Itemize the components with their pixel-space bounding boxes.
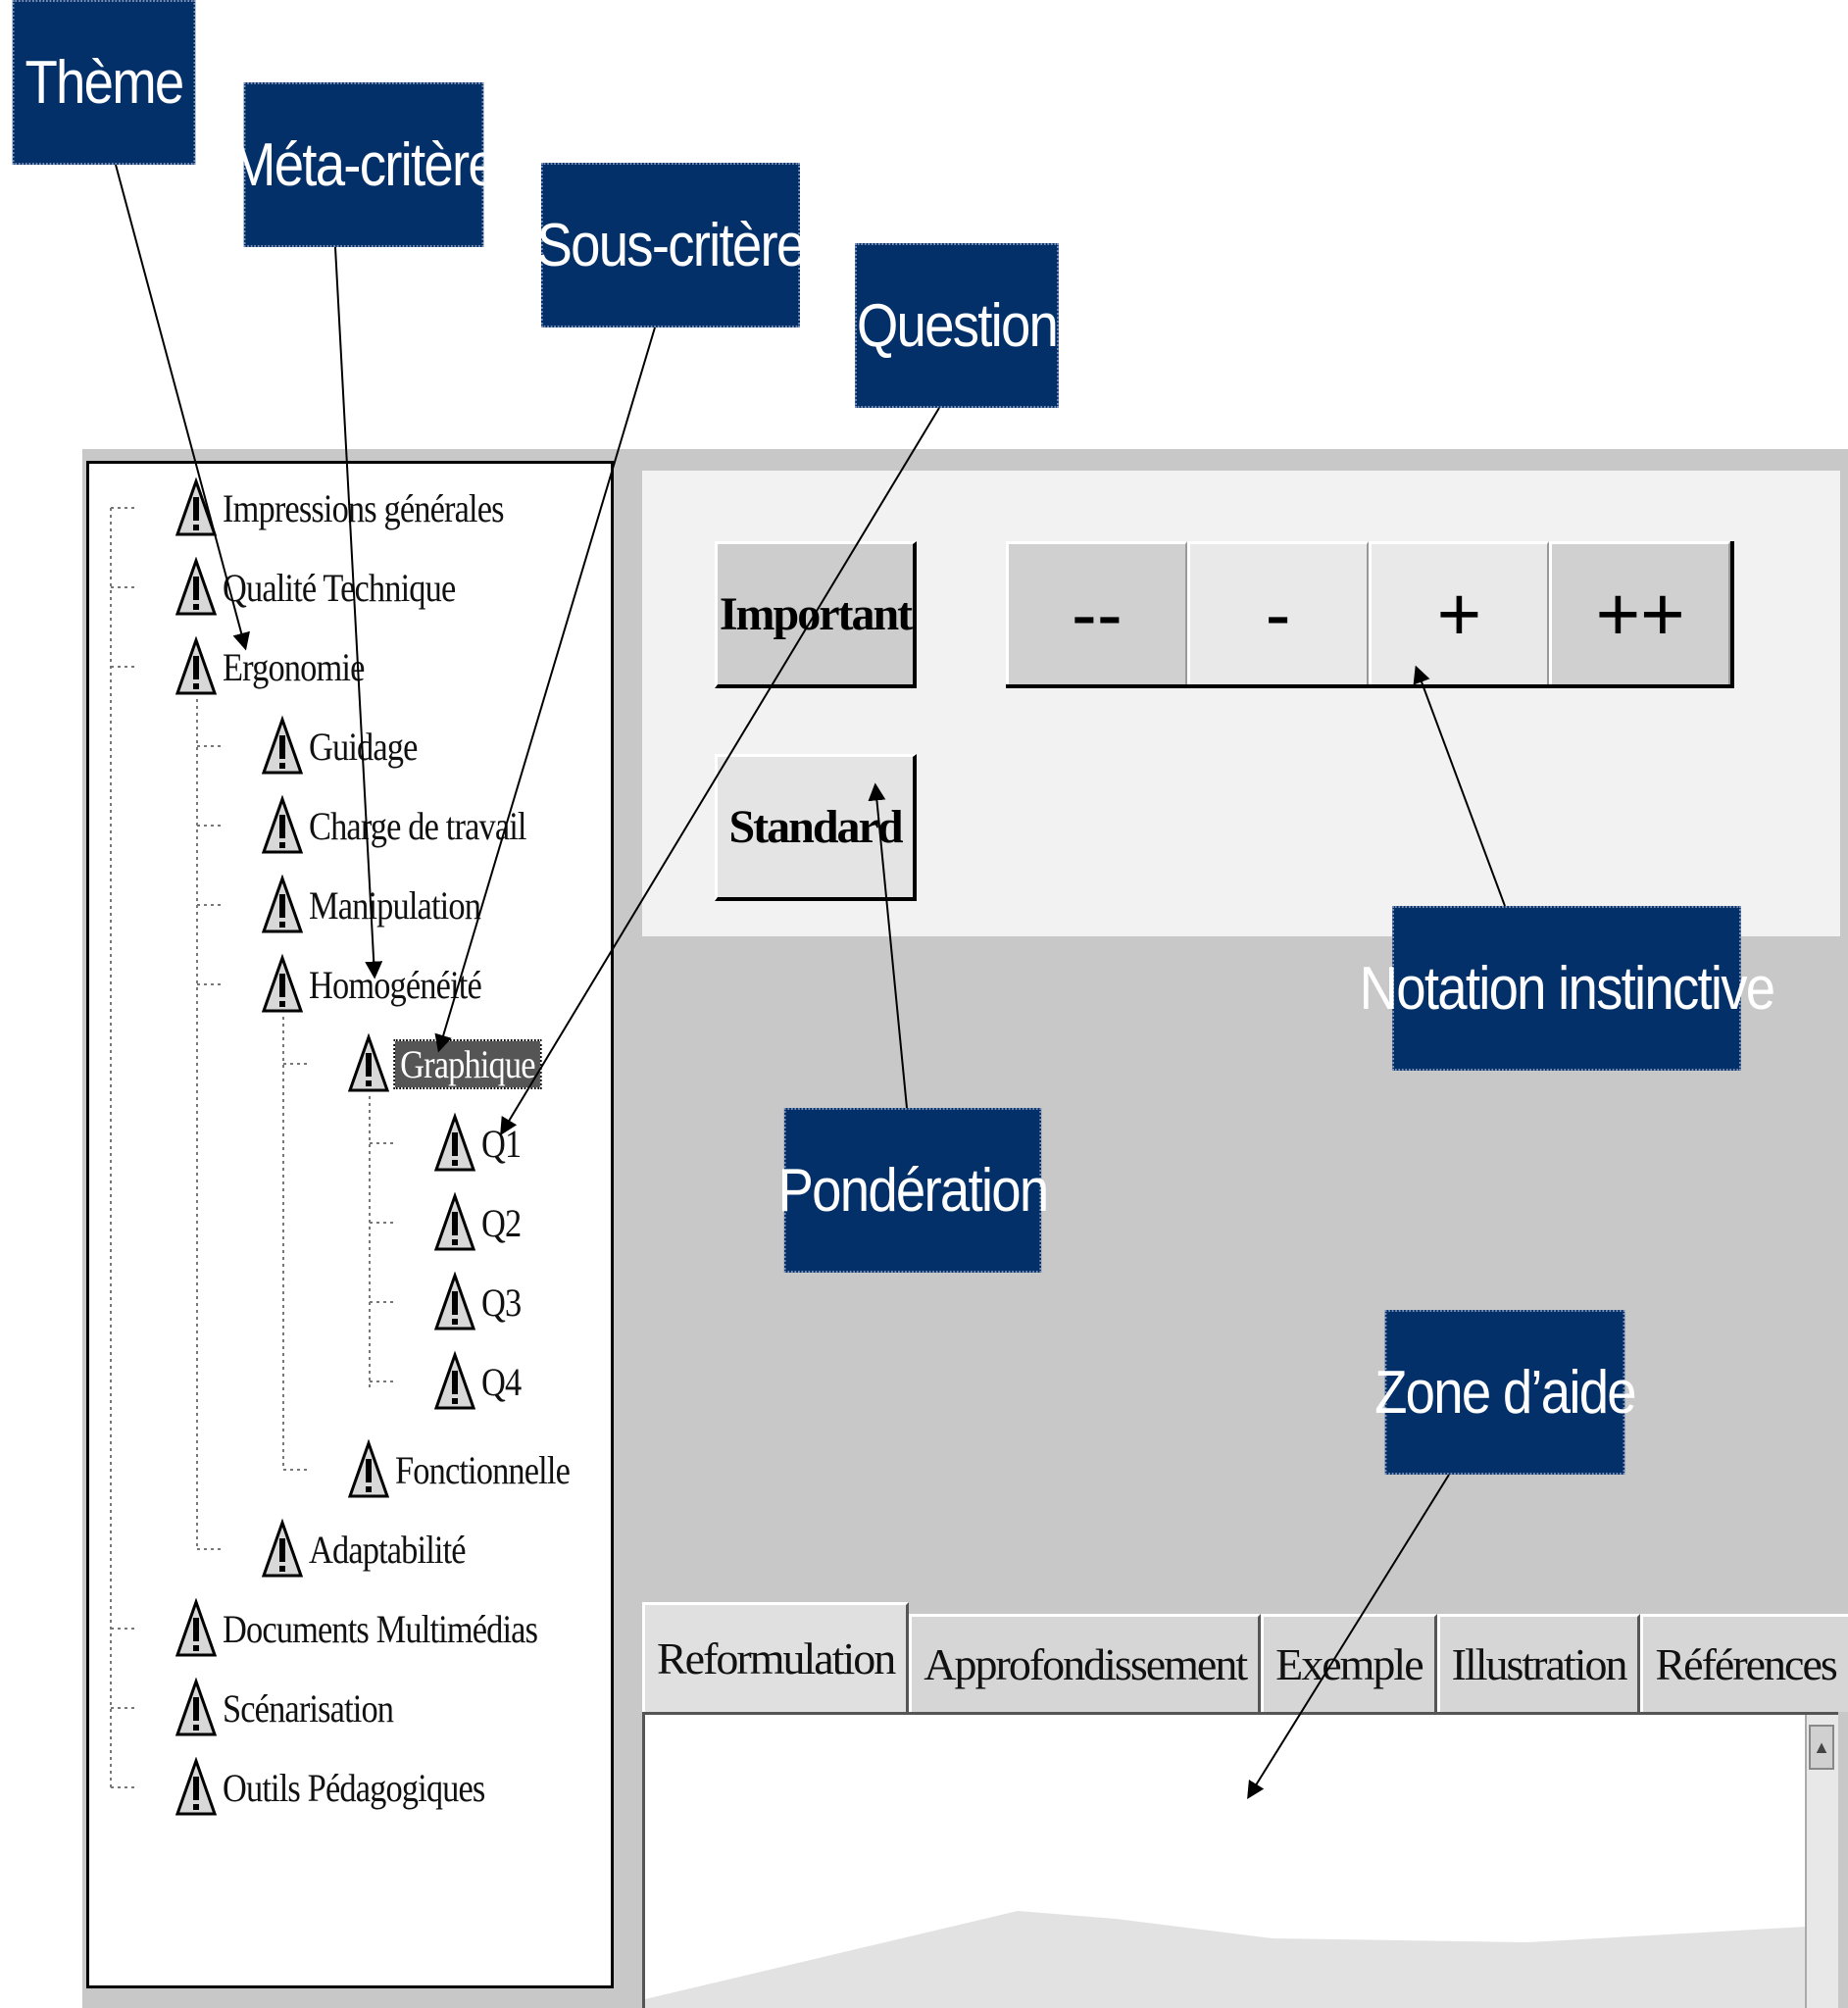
warning-icon (434, 1351, 475, 1410)
warning-icon (175, 1678, 217, 1736)
tree-item-label: Documents Multimédias (223, 1606, 538, 1651)
tree-item-label: Q3 (481, 1280, 522, 1325)
warning-icon (434, 1272, 475, 1330)
tree-item-q4[interactable]: Q4 (434, 1347, 527, 1416)
tab-references[interactable]: Références (1640, 1614, 1848, 1712)
notation-very-positive-button[interactable]: ++ (1549, 541, 1730, 684)
warning-icon (262, 795, 303, 854)
important-button[interactable]: Important (715, 541, 917, 688)
tree-item-charge-de-travail[interactable]: Charge de travail (262, 791, 562, 860)
warning-icon (434, 1113, 475, 1172)
tree-item-scenarisation[interactable]: Scénarisation (175, 1674, 422, 1742)
tree-item-manipulation[interactable]: Manipulation (262, 871, 509, 939)
tab-exemple[interactable]: Exemple (1261, 1614, 1437, 1712)
tree-item-fonctionnelle[interactable]: Fonctionnelle (348, 1435, 598, 1504)
warning-icon (434, 1192, 475, 1251)
warning-icon (262, 875, 303, 933)
help-tabs: Reformulation Approfondissement Exemple … (642, 1602, 1848, 1712)
tab-illustration[interactable]: Illustration (1436, 1614, 1641, 1712)
warning-icon (262, 716, 303, 775)
notation-very-negative-button[interactable]: -- (1006, 541, 1187, 684)
callout-meta-critere: Méta-critère (231, 82, 498, 247)
tree-item-qualite-technique[interactable]: Qualité Technique (175, 553, 493, 622)
tree-item-documents-multimedias[interactable]: Documents Multimédias (175, 1594, 588, 1663)
tree-item-label: Q4 (481, 1359, 522, 1404)
callout-notation-instinctive: Notation instinctive (1360, 906, 1775, 1071)
tree-item-label: Homogénéité (309, 962, 482, 1007)
tree-item-q3[interactable]: Q3 (434, 1268, 527, 1336)
warning-icon (175, 557, 217, 616)
notation-negative-button[interactable]: - (1186, 541, 1369, 684)
warning-icon (175, 477, 217, 536)
notation-positive-button[interactable]: + (1368, 541, 1550, 684)
tree-item-outils-pedagogiques[interactable]: Outils Pédagogiques (175, 1753, 527, 1822)
help-zone: ▲ (642, 1712, 1838, 2008)
warning-icon (175, 1598, 217, 1657)
callout-question: Question (855, 243, 1059, 408)
tree-item-guidage[interactable]: Guidage (262, 712, 435, 780)
tree-item-label: Graphique (393, 1038, 542, 1089)
callout-zone-aide: Zone d’aide (1374, 1310, 1637, 1475)
help-zone-scrollbar[interactable]: ▲ (1805, 1715, 1838, 2008)
warning-icon (262, 1519, 303, 1578)
warning-icon (175, 636, 217, 695)
warning-icon (348, 1439, 389, 1498)
warning-icon (262, 954, 303, 1013)
warning-icon (348, 1033, 389, 1092)
tree-item-label: Q2 (481, 1200, 522, 1245)
tree-item-homogeneite[interactable]: Homogénéité (262, 950, 510, 1019)
tab-reformulation[interactable]: Reformulation (642, 1602, 910, 1712)
tree-item-q2[interactable]: Q2 (434, 1188, 527, 1257)
tree-item-label: Adaptabilité (309, 1527, 467, 1572)
tree-item-graphique[interactable]: Graphique (348, 1029, 564, 1098)
callout-ponderation: Pondération (778, 1108, 1049, 1273)
callout-sous-critere: Sous-critère (537, 163, 806, 327)
tree-item-q1[interactable]: Q1 (434, 1109, 527, 1178)
tree-item-label: Scénarisation (223, 1685, 394, 1731)
standard-button[interactable]: Standard (715, 754, 917, 901)
tree-item-label: Guidage (309, 724, 418, 769)
tree-item-label: Outils Pédagogiques (223, 1765, 485, 1810)
scroll-up-arrow-icon[interactable]: ▲ (1809, 1725, 1834, 1770)
tab-approfondissement[interactable]: Approfondissement (909, 1614, 1262, 1712)
tree-item-ergonomie[interactable]: Ergonomie (175, 632, 387, 701)
tree-item-impressions-generales[interactable]: Impressions générales (175, 474, 549, 542)
tree-item-label: Fonctionnelle (395, 1447, 571, 1492)
criteria-tree: Impressions générales Qualité Technique … (86, 461, 614, 1988)
tree-item-label: Q1 (481, 1121, 522, 1166)
tree-item-label: Qualité Technique (223, 565, 456, 610)
notation-button-group: -- - + ++ (1006, 541, 1734, 688)
tree-item-label: Impressions générales (223, 485, 505, 530)
warning-icon (175, 1757, 217, 1816)
tree-item-label: Ergonomie (223, 644, 365, 689)
tree-item-label: Charge de travail (309, 803, 526, 848)
callout-theme: Thème (12, 0, 196, 165)
help-zone-graphic (645, 1911, 1807, 2008)
tree-item-adaptabilite[interactable]: Adaptabilité (262, 1515, 491, 1583)
tree-item-label: Manipulation (309, 882, 481, 928)
